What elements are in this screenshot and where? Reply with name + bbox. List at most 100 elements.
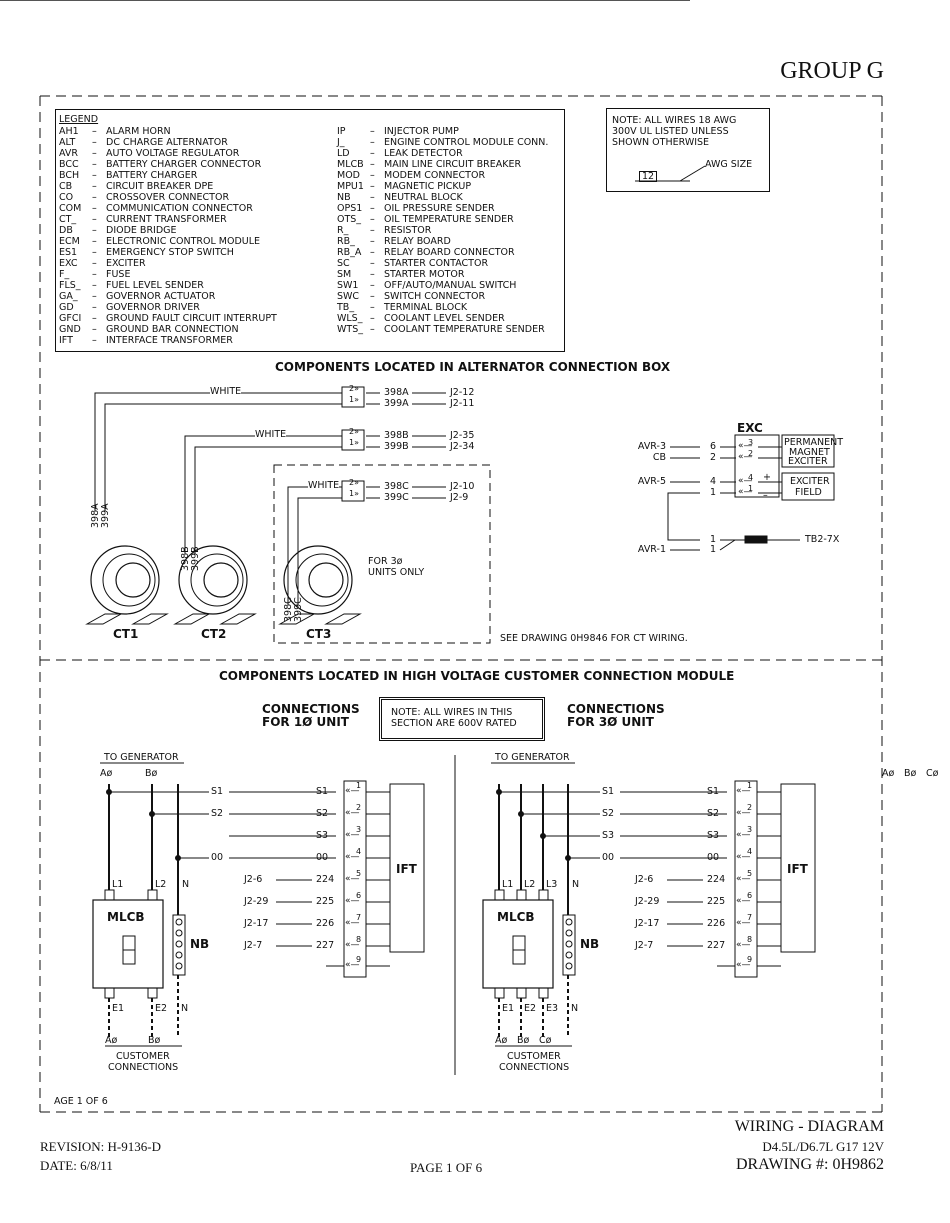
- lug-label: L1: [112, 879, 124, 890]
- legend-dash: –: [370, 159, 375, 170]
- nb-block: [562, 914, 576, 976]
- conn-3ph-line1: CONNECTIONS: [567, 702, 665, 716]
- j2-label: J2-7: [635, 940, 654, 951]
- legend-desc: NEUTRAL BLOCK: [384, 192, 463, 203]
- terminal-wire-label: 225: [316, 896, 335, 907]
- terminal-wire-label: 224: [316, 874, 335, 885]
- awg-value: 12: [639, 171, 658, 182]
- legend-desc: FUSE: [106, 269, 131, 280]
- nb-screw: [565, 940, 573, 948]
- legend-entry: DB–DIODE BRIDGE: [59, 225, 177, 236]
- nb-screw: [565, 918, 573, 926]
- exc-source: AVR-1: [637, 544, 666, 555]
- legend-desc: GOVERNOR ACTUATOR: [106, 291, 216, 302]
- nb-label: NB: [190, 937, 210, 951]
- phase-label: Cø: [926, 768, 939, 779]
- terminal-wire-label: 00: [316, 852, 329, 863]
- legend-desc: SWITCH CONNECTOR: [384, 291, 486, 302]
- terminal-number: 7: [747, 913, 753, 922]
- wire-note-line2: 300V UL LISTED UNLESS: [612, 126, 729, 137]
- legend-abbr: GND: [59, 324, 81, 335]
- ct-plug: [341, 480, 365, 502]
- terminal-number: 4: [747, 847, 753, 856]
- terminal-wire-label: 227: [316, 940, 335, 951]
- legend-entry: ALT–DC CHARGE ALTERNATOR: [59, 137, 228, 148]
- legend-dash: –: [92, 192, 97, 203]
- terminal-number: 6: [356, 891, 362, 900]
- legend-entry: RB_A–RELAY BOARD CONNECTOR: [337, 247, 515, 258]
- legend-dash: –: [92, 247, 97, 258]
- wire-398: 398A: [384, 387, 409, 398]
- breaker-lug: [538, 987, 549, 999]
- terminal-wire-label: 227: [707, 940, 726, 951]
- lug-label: L3: [546, 879, 558, 890]
- legend-abbr: CO: [59, 192, 74, 203]
- plug-pin: 2»: [349, 478, 359, 487]
- ift-label: IFT: [396, 862, 417, 876]
- legend-desc: OFF/AUTO/MANUAL SWITCH: [384, 280, 517, 291]
- legend-dash: –: [92, 258, 97, 269]
- legend-abbr: GA_: [59, 291, 78, 302]
- lug-label: E1: [502, 1003, 515, 1014]
- legend-entry: CT_–CURRENT TRANSFORMER: [59, 214, 227, 225]
- ct-tab: [131, 613, 169, 625]
- breaker-lug: [494, 889, 505, 901]
- legend-dash: –: [370, 324, 375, 335]
- j2-label: J2-10: [450, 481, 475, 492]
- legend-abbr: MLCB: [337, 159, 364, 170]
- ct-lead-label: 399B: [190, 546, 201, 571]
- terminal-number: 9: [356, 955, 362, 964]
- legend-abbr: WLS_: [337, 313, 363, 324]
- lug-label: L2: [155, 879, 167, 890]
- legend-entry: BCC–BATTERY CHARGER CONNECTOR: [59, 159, 261, 170]
- j2-label: J2-29: [244, 896, 269, 907]
- terminal-socket: «—: [736, 960, 751, 970]
- legend-abbr: SWC: [337, 291, 360, 302]
- legend-desc: INTERFACE TRANSFORMER: [106, 335, 233, 346]
- conn-1ph-line1: CONNECTIONS: [262, 702, 360, 716]
- legend-dash: –: [370, 214, 375, 225]
- exc-wire-number: 1: [710, 534, 717, 545]
- hv-note-line2: SECTION ARE 600V RATED: [391, 718, 517, 729]
- white-label: WHITE: [255, 429, 287, 440]
- terminal-wire-label: 226: [316, 918, 335, 929]
- exc-source: CB: [652, 452, 666, 463]
- terminal-number: 2: [747, 803, 753, 812]
- legend-entry: TB_–TERMINAL BLOCK: [337, 302, 467, 313]
- nb-screw: [175, 929, 183, 937]
- mlcb-label: MLCB: [107, 910, 145, 924]
- ct-label: CT3: [306, 627, 332, 641]
- legend-desc: ELECTRONIC CONTROL MODULE: [106, 236, 261, 247]
- legend-entry: SWC–SWITCH CONNECTOR: [337, 291, 485, 302]
- ct-plug: [341, 429, 365, 451]
- to-generator: TO GENERATOR: [104, 752, 179, 763]
- j2-label: J2-35: [450, 430, 475, 441]
- lug-label: E1: [112, 1003, 125, 1014]
- legend-desc: AUTO VOLTAGE REGULATOR: [106, 148, 240, 159]
- legend-dash: –: [92, 181, 97, 192]
- ift-box: [389, 783, 425, 953]
- page-small: AGE 1 OF 6: [54, 1096, 108, 1107]
- terminal-socket: «—: [736, 918, 751, 928]
- legend-abbr: OTS_: [337, 214, 362, 225]
- legend-abbr: DB: [59, 225, 73, 236]
- nb-screw: [175, 951, 183, 959]
- legend-abbr: BCH: [59, 170, 80, 181]
- terminal-wire-label: S1: [316, 786, 329, 797]
- page-number: PAGE 1 OF 6: [410, 1160, 483, 1175]
- ct-outer: [178, 545, 248, 615]
- legend-desc: STARTER MOTOR: [384, 269, 465, 280]
- lug-label: E3: [546, 1003, 559, 1014]
- legend-dash: –: [370, 313, 375, 324]
- sense-label: S2: [602, 808, 615, 819]
- ct-lead-label: 399C: [293, 597, 304, 622]
- customer-label: CUSTOMER: [116, 1051, 170, 1062]
- legend-entry: BCH–BATTERY CHARGER: [59, 170, 197, 181]
- j2-label: J2-7: [244, 940, 263, 951]
- legend-entry: MPU1–MAGNETIC PICKUP: [337, 181, 471, 192]
- customer-phase: Bø: [517, 1035, 530, 1046]
- legend-desc: COOLANT LEVEL SENDER: [384, 313, 505, 324]
- legend-abbr: MOD: [337, 170, 360, 181]
- ct-label: CT2: [201, 627, 227, 641]
- legend-dash: –: [370, 170, 375, 181]
